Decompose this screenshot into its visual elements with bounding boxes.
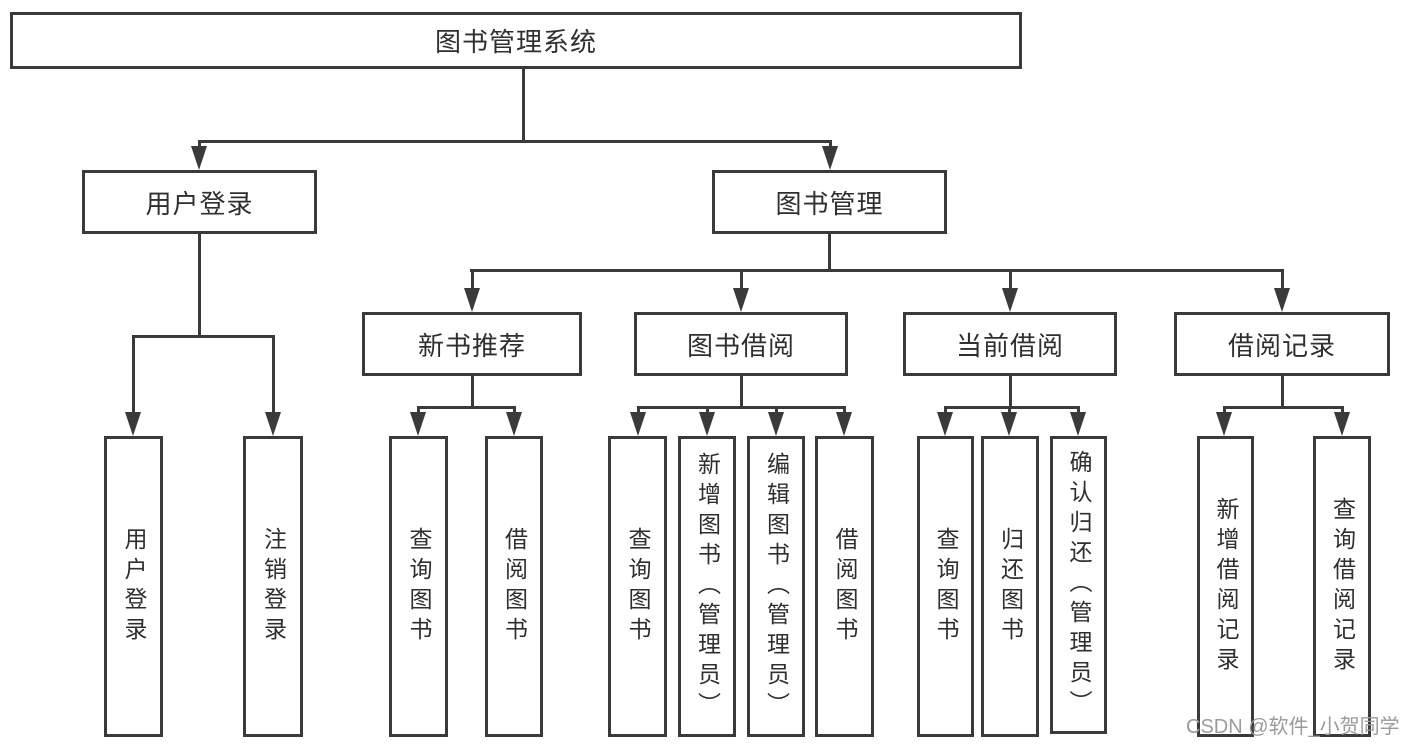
connector-line: [944, 406, 947, 415]
node-label: 借阅记录: [1227, 330, 1336, 361]
connector-line: [1077, 406, 1080, 415]
connector-line: [775, 406, 778, 415]
node-label: 当前借阅: [955, 330, 1064, 361]
connector-arrow: [125, 412, 141, 436]
connector-line: [272, 335, 275, 415]
connector-line: [1223, 406, 1344, 409]
connector-arrow: [699, 412, 715, 436]
node-label: 图书借阅: [686, 330, 795, 361]
connector-arrow: [768, 412, 784, 436]
node-add-borrowing-record: 新增借阅记录: [1197, 436, 1254, 737]
connector-line: [740, 376, 743, 409]
connector-line: [471, 376, 474, 409]
node-user-login: 用户登录: [82, 170, 317, 234]
connector-line: [417, 406, 420, 415]
node-query-borrowing-record: 查询借阅记录: [1313, 436, 1371, 737]
connector-line: [944, 406, 1080, 409]
node-user-login-leaf: 用户登录: [104, 436, 163, 737]
node-borrowing-records: 借阅记录: [1174, 312, 1390, 376]
node-borrow-books: 借阅图书: [815, 436, 874, 737]
node-label: 查询图书: [406, 526, 432, 647]
connector-line: [1009, 376, 1012, 409]
node-label: 确认归还（管理员）: [1066, 450, 1092, 720]
connector-line: [637, 406, 640, 415]
node-book-borrowing: 图书借阅: [634, 312, 848, 376]
connector-line: [132, 335, 135, 415]
node-confirm-return-admin: 确认归还（管理员）: [1050, 436, 1107, 734]
node-current-borrowing: 当前借阅: [903, 312, 1117, 376]
connector-line: [132, 335, 275, 338]
connector-arrow: [1001, 412, 1017, 436]
csdn-watermark: CSDN @软件_小贺同学: [1186, 716, 1400, 738]
connector-line: [522, 69, 525, 143]
connector-line: [198, 234, 201, 338]
node-label: 查询借阅记录: [1329, 496, 1356, 677]
connector-arrow: [1216, 412, 1232, 436]
connector-line: [1009, 269, 1012, 292]
node-borrow-books-recommend: 借阅图书: [485, 436, 543, 737]
node-query-books-recommend: 查询图书: [389, 436, 448, 737]
connector-line: [740, 269, 743, 292]
connector-arrow: [1070, 412, 1086, 436]
node-logout: 注销登录: [243, 436, 303, 737]
node-label: 注销登录: [260, 526, 287, 647]
node-label: 用户登录: [121, 526, 147, 647]
node-label: 借阅图书: [832, 526, 858, 647]
node-book-management: 图书管理: [712, 170, 947, 234]
node-query-books-current: 查询图书: [917, 436, 974, 737]
connector-arrow: [410, 412, 426, 436]
connector-line: [843, 406, 846, 415]
connector-line: [198, 140, 201, 150]
connector-line: [829, 140, 832, 150]
connector-arrow: [1274, 288, 1290, 312]
node-label: 用户登录: [145, 188, 254, 219]
node-library-management-system: 图书管理系统: [10, 12, 1022, 69]
connector-line: [706, 406, 709, 415]
connector-arrow: [1334, 412, 1350, 436]
connector-line: [1281, 376, 1284, 409]
node-label: 新增图书（管理员）: [694, 451, 721, 722]
connector-line: [513, 406, 516, 415]
connector-arrow: [464, 288, 480, 312]
node-label: 查询图书: [933, 526, 959, 647]
node-edit-books-admin: 编辑图书（管理员）: [747, 436, 805, 737]
node-label: 查询图书: [625, 526, 651, 647]
node-label: 新增借阅记录: [1213, 496, 1239, 677]
node-label: 编辑图书（管理员）: [763, 451, 790, 722]
node-label: 图书管理: [775, 188, 884, 219]
connector-line: [1223, 406, 1226, 415]
connector-arrow: [836, 412, 852, 436]
connector-line: [470, 269, 1284, 272]
connector-line: [1341, 406, 1344, 415]
connector-arrow: [822, 146, 838, 170]
connector-arrow: [630, 412, 646, 436]
node-query-books-borrowing: 查询图书: [608, 436, 667, 737]
node-new-book-recommendation: 新书推荐: [362, 312, 582, 376]
node-label: 归还图书: [997, 526, 1024, 647]
connector-arrow: [191, 146, 207, 170]
connector-line: [417, 406, 516, 409]
connector-line: [198, 140, 832, 143]
connector-arrow: [937, 412, 953, 436]
connector-line: [1008, 406, 1011, 415]
connector-line: [471, 269, 474, 292]
connector-arrow: [506, 412, 522, 436]
node-label: 新书推荐: [417, 330, 526, 361]
node-label: 借阅图书: [501, 526, 528, 647]
connector-line: [1281, 269, 1284, 292]
connector-arrow: [265, 412, 281, 436]
node-return-books: 归还图书: [981, 436, 1039, 737]
node-label: 图书管理系统: [434, 27, 597, 57]
connector-line: [637, 406, 846, 409]
node-add-books-admin: 新增图书（管理员）: [678, 436, 736, 737]
connector-arrow: [1002, 288, 1018, 312]
connector-line: [828, 234, 831, 272]
connector-arrow: [733, 288, 749, 312]
